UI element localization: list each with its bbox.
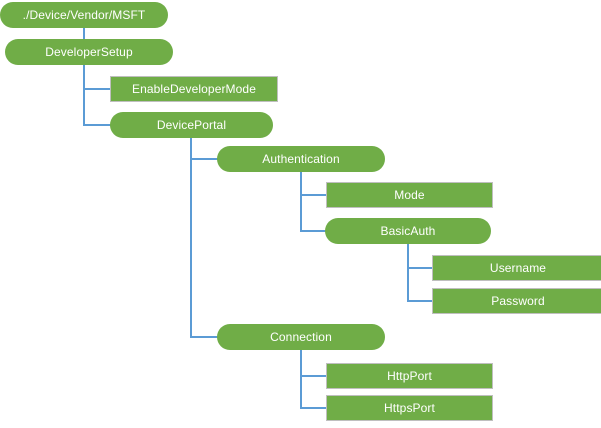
node-root[interactable]: ./Device/Vendor/MSFT [0, 2, 168, 28]
connector-device-portal-to-connection [190, 158, 218, 338]
connector-authentication-to-mode [300, 171, 327, 196]
connector-basic-auth-to-password [407, 267, 433, 302]
node-label-mode: Mode [394, 188, 425, 202]
node-label-http-port: HttpPort [387, 369, 432, 383]
node-username[interactable]: Username [432, 255, 601, 281]
connector-developer-setup-to-device-portal [83, 88, 111, 126]
node-label-basic-auth: BasicAuth [380, 224, 436, 238]
node-developer-setup[interactable]: DeveloperSetup [5, 39, 173, 65]
connector-device-portal-to-authentication [190, 137, 218, 160]
node-connection[interactable]: Connection [217, 324, 385, 350]
node-https-port[interactable]: HttpsPort [326, 395, 493, 421]
node-label-root: ./Device/Vendor/MSFT [22, 8, 146, 22]
node-label-enable-developer-mode: EnableDeveloperMode [132, 82, 256, 96]
node-device-portal[interactable]: DevicePortal [110, 112, 273, 138]
node-label-password: Password [491, 294, 545, 308]
node-enable-developer-mode[interactable]: EnableDeveloperMode [110, 76, 278, 102]
node-label-connection: Connection [270, 330, 332, 344]
connector-authentication-to-basic-auth [300, 194, 326, 232]
node-label-https-port: HttpsPort [384, 401, 435, 415]
node-label-device-portal: DevicePortal [156, 118, 227, 132]
node-label-developer-setup: DeveloperSetup [45, 45, 133, 59]
node-authentication[interactable]: Authentication [217, 146, 385, 172]
node-label-username: Username [489, 261, 547, 275]
connector-basic-auth-to-username [407, 243, 433, 269]
connector-connection-to-https-port [300, 375, 327, 409]
node-mode[interactable]: Mode [326, 182, 493, 208]
connector-connection-to-http-port [300, 349, 327, 377]
connector-developer-setup-trunk [83, 64, 111, 90]
node-http-port[interactable]: HttpPort [326, 363, 493, 389]
node-label-authentication: Authentication [262, 152, 340, 166]
node-password[interactable]: Password [432, 288, 601, 314]
node-basic-auth[interactable]: BasicAuth [325, 218, 491, 244]
